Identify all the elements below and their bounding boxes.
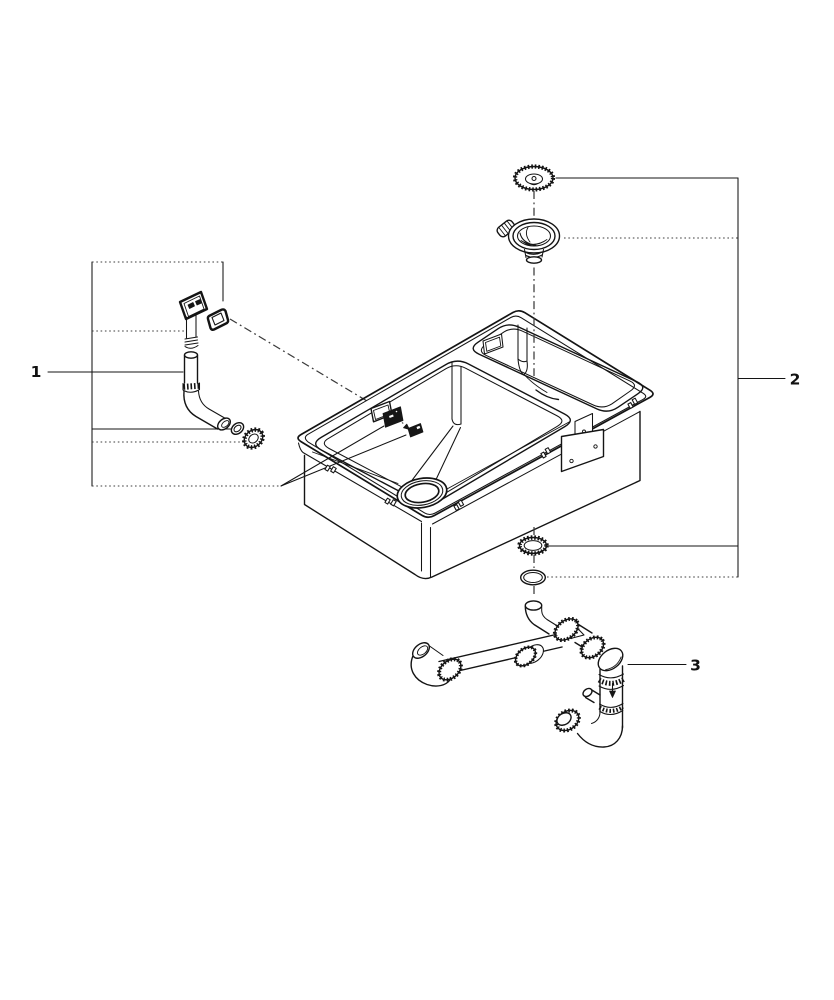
bowl-small-interior — [482, 324, 560, 401]
callout-1-bracket: 1 — [31, 261, 407, 487]
trap-elbow-cap — [597, 647, 624, 672]
overflow-nut — [242, 427, 265, 450]
drain-recess — [396, 477, 448, 509]
trap-branch — [554, 623, 625, 748]
mounting-plate-lower — [560, 428, 605, 473]
sink-underbody — [297, 397, 641, 580]
callout-2-label: 2 — [790, 371, 801, 389]
trap-coupling — [597, 673, 625, 690]
callout-3-leader: 3 — [627, 657, 701, 675]
inlet-elbow — [524, 600, 560, 635]
trap-ring — [598, 702, 625, 716]
branch-nut — [579, 635, 606, 660]
strainer-basket — [496, 218, 561, 264]
strainer-basket-base — [523, 248, 545, 264]
tee-nut — [552, 616, 581, 643]
horizontal-pipe — [438, 633, 563, 675]
outlet-opening — [556, 712, 572, 726]
bowl-large-interior — [312, 361, 571, 509]
sealing-ring — [519, 569, 547, 586]
overflow-pipe-lower — [182, 351, 201, 393]
overflow-pipe-upper — [184, 312, 199, 349]
overflow-washer — [230, 421, 245, 436]
left-elbow-nut — [437, 657, 463, 682]
strainer-knob — [512, 164, 556, 192]
callout-1-label: 1 — [31, 363, 42, 381]
overflow-elbow — [183, 390, 232, 431]
overflow-escutcheon — [178, 290, 209, 321]
callout-3-label: 3 — [690, 657, 701, 675]
drain-locknut — [517, 535, 549, 556]
side-port — [582, 687, 601, 704]
drain-pipe-assembly — [410, 600, 625, 748]
overflow-gasket — [206, 308, 230, 331]
callout-2-bracket: 2 — [547, 177, 801, 578]
sink-rim — [297, 309, 654, 519]
sink — [297, 309, 654, 580]
bowl-small-opening — [472, 324, 644, 412]
pipe-coupling — [513, 645, 538, 668]
flow-arrow — [609, 682, 616, 698]
overflow-cutout-and-cover — [370, 400, 424, 438]
left-elbow-opening — [411, 642, 431, 659]
left-elbow — [410, 642, 463, 687]
alignment-dashline — [229, 318, 368, 402]
bowl-large-opening — [314, 360, 572, 505]
overflow-assembly — [178, 290, 368, 450]
